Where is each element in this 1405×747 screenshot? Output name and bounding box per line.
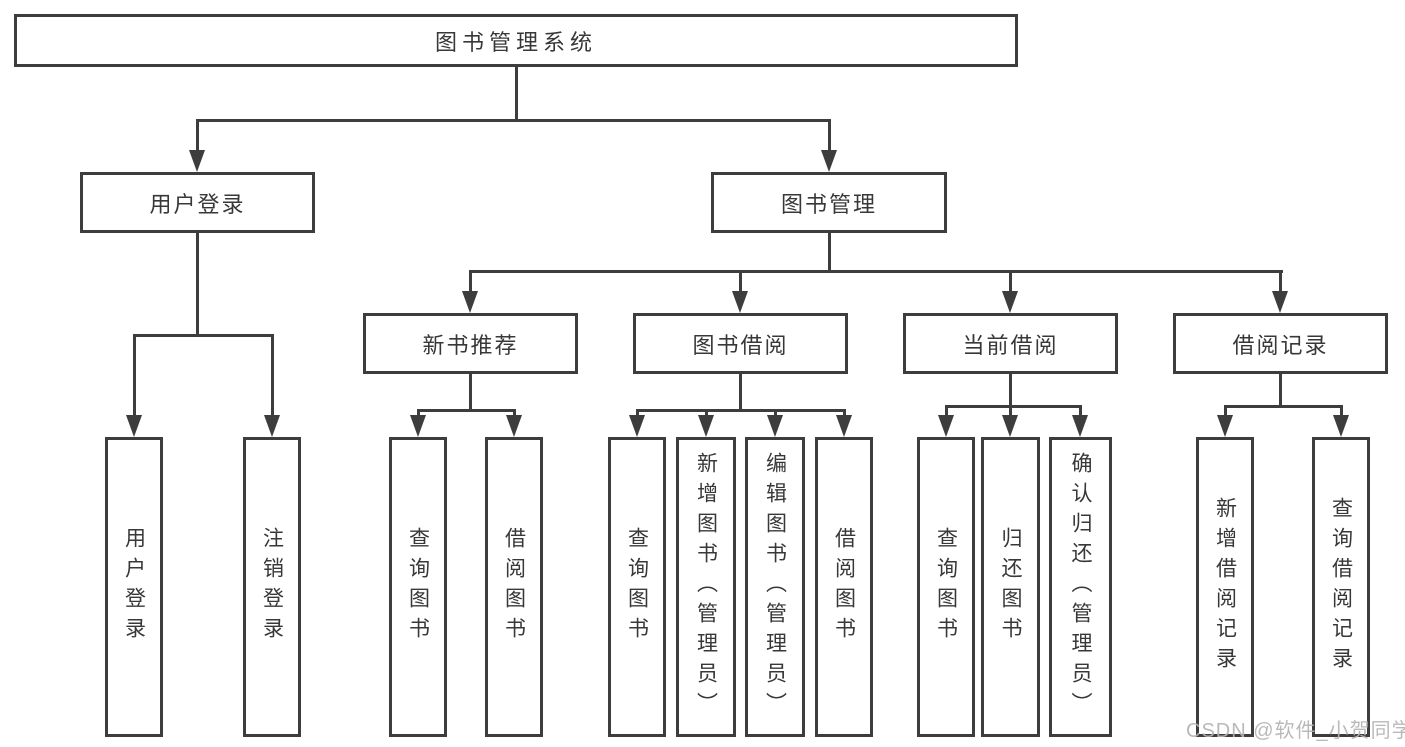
arrow-down-icon (189, 150, 205, 172)
arrow-down-icon (506, 415, 522, 437)
arrow-down-icon (698, 415, 714, 437)
arrow-down-icon (821, 150, 837, 172)
leaf-logout: 注销登录 (243, 437, 301, 737)
leaf-confirm-return-admin: 确认归还（管理员） (1049, 437, 1112, 737)
connector-newbookrec-hline (417, 409, 516, 412)
connector-currentborrow-stub (1009, 374, 1012, 408)
node-book-borrow: 图书借阅 (633, 313, 848, 374)
connector-currentborrow-hline (945, 405, 1082, 408)
connector-drop (1079, 405, 1082, 419)
arrow-down-icon (1002, 291, 1018, 313)
node-user-login: 用户登录 (80, 172, 315, 233)
connector-root-stub (515, 67, 518, 121)
connector-drop (469, 270, 472, 295)
leaf-query-books: 查询图书 (608, 437, 666, 737)
arrow-down-icon (462, 291, 478, 313)
arrow-down-icon (1002, 415, 1018, 437)
connector-userlogin-hline (133, 334, 274, 337)
node-current-borrow: 当前借阅 (903, 313, 1118, 374)
connector-newbookrec-stub (469, 374, 472, 412)
leaf-borrow-books: 借阅图书 (815, 437, 873, 737)
connector-borrowrecords-stub (1279, 374, 1282, 408)
leaf-add-book-admin: 新增图书（管理员） (676, 437, 736, 737)
connector-bookborrow-hline (636, 409, 846, 412)
leaf-return-books: 归还图书 (981, 437, 1040, 737)
connector-borrowrecords-hline (1224, 405, 1343, 408)
connector-drop (1224, 405, 1227, 419)
leaf-query-borrow-record: 查询借阅记录 (1312, 437, 1370, 737)
connector-bookmgmt-hline (469, 270, 1283, 273)
arrow-down-icon (1072, 415, 1088, 437)
connector-root-hline (196, 119, 831, 122)
arrow-down-icon (1217, 415, 1233, 437)
node-borrow-records: 借阅记录 (1173, 313, 1388, 374)
leaf-user-login: 用户登录 (105, 437, 163, 737)
arrow-down-icon (264, 415, 280, 437)
connector-drop (133, 334, 136, 419)
connector-bookmgmt-stub (828, 233, 831, 273)
arrow-down-icon (938, 415, 954, 437)
arrow-down-icon (767, 415, 783, 437)
connector-drop (1340, 405, 1343, 419)
arrow-down-icon (410, 415, 426, 437)
connector-drop (1009, 405, 1012, 419)
node-root: 图书管理系统 (14, 14, 1018, 67)
connector-drop (739, 270, 742, 295)
leaf-add-borrow-record: 新增借阅记录 (1196, 437, 1254, 737)
arrow-down-icon (1272, 291, 1288, 313)
connector-userlogin-stub (196, 233, 199, 336)
node-book-mgmt: 图书管理 (711, 172, 947, 233)
leaf-query-books: 查询图书 (389, 437, 447, 737)
connector-drop (1279, 270, 1282, 295)
connector-drop (945, 405, 948, 419)
leaf-query-books: 查询图书 (917, 437, 975, 737)
arrow-down-icon (1333, 415, 1349, 437)
connector-bookborrow-stub (739, 374, 742, 412)
leaf-borrow-books: 借阅图书 (485, 437, 543, 737)
arrow-down-icon (126, 415, 142, 437)
connector-drop (196, 119, 199, 153)
connector-drop (1009, 270, 1012, 295)
node-new-book-rec: 新书推荐 (363, 313, 578, 374)
arrow-down-icon (629, 415, 645, 437)
csdn-watermark: CSDN @软件_小贺同学 (1186, 720, 1405, 742)
connector-drop (828, 119, 831, 153)
connector-drop (271, 334, 274, 419)
arrow-down-icon (836, 415, 852, 437)
leaf-edit-book-admin: 编辑图书（管理员） (745, 437, 805, 737)
arrow-down-icon (732, 291, 748, 313)
